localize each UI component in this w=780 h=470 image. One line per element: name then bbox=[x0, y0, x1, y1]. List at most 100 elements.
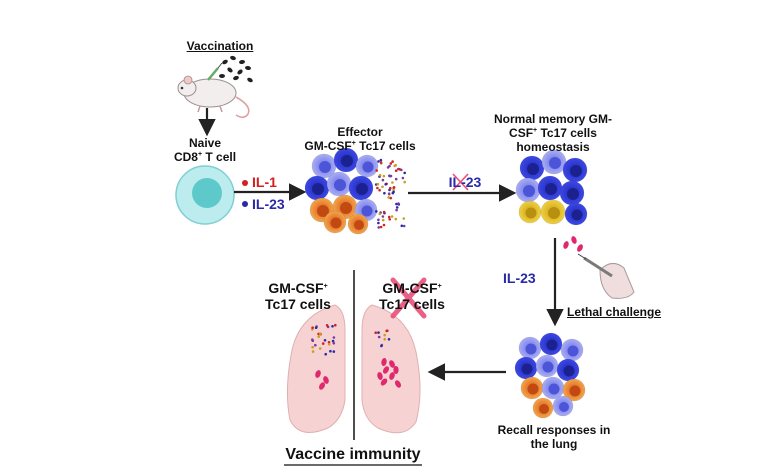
cytokine-dot bbox=[376, 182, 380, 186]
cytokine-dot bbox=[327, 341, 331, 344]
cytokine-dot bbox=[331, 325, 334, 328]
cell-nucleus bbox=[525, 343, 537, 355]
fungus bbox=[323, 376, 329, 384]
cytokine-dot bbox=[380, 344, 383, 348]
cytokine-dot bbox=[395, 202, 398, 206]
cytokine-dot bbox=[394, 177, 398, 181]
cell-nucleus bbox=[546, 339, 558, 351]
cell-nucleus bbox=[341, 155, 353, 167]
cytokine-dot bbox=[386, 329, 389, 333]
cytokine-dot bbox=[311, 326, 314, 330]
cytokine-dot bbox=[384, 183, 388, 186]
cell-nucleus bbox=[542, 361, 554, 373]
cytokine-dot bbox=[402, 217, 406, 220]
cytokine-dot bbox=[391, 181, 394, 184]
fungus bbox=[315, 370, 321, 378]
cell-nucleus bbox=[361, 205, 373, 217]
cytokine-dot bbox=[323, 339, 327, 342]
cytokine-dot bbox=[389, 162, 393, 165]
cytokine-dot bbox=[377, 160, 380, 163]
cell-nucleus bbox=[523, 185, 535, 197]
cytokine-dot bbox=[402, 224, 406, 228]
il23-blocked-label: IL-23 bbox=[448, 174, 482, 190]
recall-label: Recall responses in the lung bbox=[497, 423, 611, 451]
cytokine-dot bbox=[378, 173, 382, 177]
cytokine-dot bbox=[389, 196, 393, 200]
cytokine-dot bbox=[383, 337, 387, 341]
naive-t-cell-icon bbox=[175, 165, 235, 225]
cytokine-dot bbox=[321, 342, 325, 345]
cytokine-dot bbox=[403, 180, 407, 184]
cell-nucleus bbox=[319, 161, 331, 173]
cytokine-dot bbox=[376, 186, 379, 190]
yeast-icon bbox=[377, 358, 402, 388]
cytokine-dot bbox=[377, 331, 380, 334]
cell-nucleus bbox=[312, 183, 324, 195]
cell-nucleus bbox=[340, 202, 352, 214]
cytokine-dot bbox=[392, 190, 395, 194]
fungus bbox=[377, 372, 383, 380]
cytokine-dots bbox=[374, 158, 407, 229]
cytokine-dot bbox=[398, 168, 402, 171]
lung-left-label: GM-CSF+ Tc17 cells bbox=[265, 280, 331, 313]
fungus bbox=[381, 358, 387, 366]
cytokine-dot bbox=[375, 169, 379, 172]
cytokine-dot bbox=[382, 210, 386, 214]
cell-nucleus bbox=[545, 183, 557, 195]
cytokine-dot bbox=[394, 217, 398, 221]
cytokine-dot bbox=[379, 158, 383, 162]
cytokine-dot bbox=[403, 171, 407, 175]
syringe-icon bbox=[577, 253, 635, 299]
cytokine-dot bbox=[390, 215, 394, 218]
cytokine-dot bbox=[392, 186, 396, 189]
cytokine-dot bbox=[400, 224, 404, 228]
cytokine-dot bbox=[378, 188, 381, 192]
cell-nucleus bbox=[354, 220, 364, 230]
cytokine-dot bbox=[375, 210, 378, 213]
blocked-x-icon bbox=[452, 173, 469, 191]
cytokine-dot bbox=[389, 186, 392, 190]
cell-cluster-icon bbox=[514, 332, 586, 419]
cell-nucleus bbox=[569, 385, 581, 397]
cell-nucleus bbox=[334, 179, 346, 191]
fungus bbox=[380, 378, 388, 386]
fungus bbox=[318, 382, 326, 390]
cell-nucleus bbox=[525, 207, 537, 219]
lethal-challenge-label: Lethal challenge bbox=[566, 305, 662, 319]
vaccination-label: Vaccination bbox=[186, 39, 254, 53]
fungus bbox=[393, 366, 399, 374]
syringe-icon bbox=[207, 62, 223, 81]
cytokine-dot bbox=[379, 225, 383, 229]
cytokine-dot bbox=[388, 218, 392, 221]
fungus bbox=[389, 360, 395, 368]
cytokine-dot bbox=[387, 338, 391, 341]
cytokine-dot bbox=[377, 218, 380, 222]
lung-icon bbox=[286, 304, 421, 434]
blocked-x-icon bbox=[390, 277, 427, 319]
cytokine-dot bbox=[317, 335, 321, 338]
cell-nucleus bbox=[567, 188, 579, 200]
cytokine-dot bbox=[397, 202, 400, 205]
cell-cluster-icon bbox=[304, 147, 379, 235]
cytokine-dot bbox=[387, 196, 390, 199]
il23-recall-label: IL-23 bbox=[503, 270, 536, 286]
cell-cluster-icon bbox=[515, 149, 588, 226]
lung-right-label: GM-CSF+ Tc17 cells bbox=[379, 280, 445, 313]
cytokine-dot bbox=[381, 185, 384, 189]
cell-nucleus bbox=[527, 163, 539, 175]
yeast-icon bbox=[563, 236, 583, 252]
cell-nucleus bbox=[539, 404, 549, 414]
cytokine-dots bbox=[311, 323, 337, 356]
effector-label: Effector GM-CSF+ Tc17 cells bbox=[304, 125, 416, 153]
cytokine-dot bbox=[386, 166, 390, 169]
cytokine-dot bbox=[387, 192, 391, 195]
cytokine-dot bbox=[324, 352, 328, 356]
cytokine-dot bbox=[311, 350, 315, 353]
il23-label: IL-23 bbox=[252, 196, 285, 212]
cytokine-dot bbox=[377, 335, 381, 339]
memory-label: Normal memory GM- CSF+ Tc17 cells homeos… bbox=[493, 112, 613, 154]
cytokine-dot bbox=[388, 174, 392, 178]
cell-nucleus bbox=[570, 165, 582, 177]
il1-label: IL-1 bbox=[252, 174, 277, 190]
